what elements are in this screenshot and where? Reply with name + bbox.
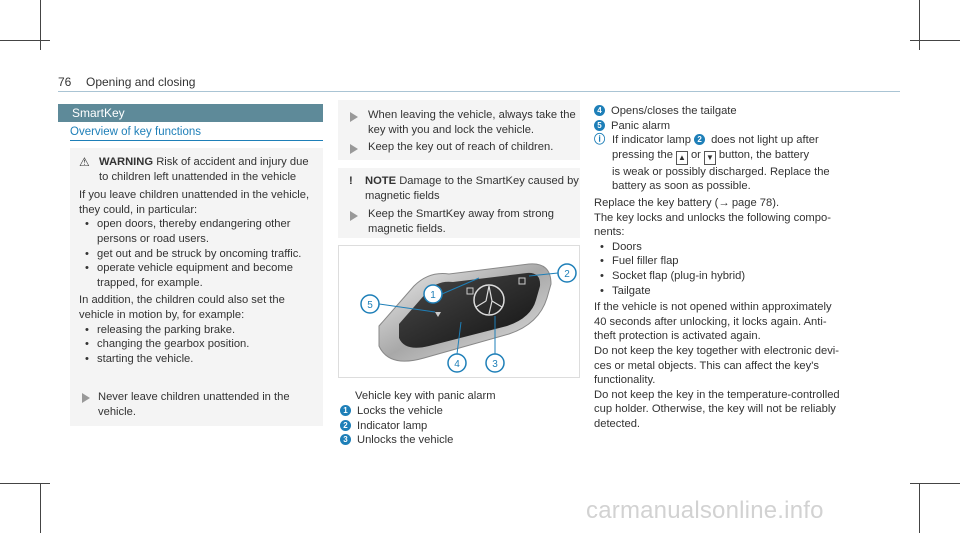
crop-mark <box>919 483 920 533</box>
warning-continued-box <box>338 100 580 160</box>
info-icon: ⓘ <box>594 134 606 147</box>
replace-battery-ref: Replace the key battery (→ page 78). <box>594 196 780 209</box>
paragraph: Do not keep the key together with electr… <box>594 344 840 387</box>
crop-mark <box>919 0 920 50</box>
crop-mark <box>0 40 50 41</box>
crop-mark <box>40 0 41 50</box>
warning-addition: In addition, the children could also set… <box>79 294 285 321</box>
watermark: carmanualsonline.info <box>586 497 824 524</box>
warning-list: open doors, thereby endangering otherper… <box>85 217 323 290</box>
callout-1: 1 <box>430 290 436 301</box>
warning-label: WARNING <box>99 156 154 168</box>
callout-4: 4 <box>454 359 460 370</box>
warning-block: ⚠ WARNING Risk of accident and injury du… <box>79 155 323 366</box>
callout-3: 3 <box>492 359 498 370</box>
section-bar: SmartKey <box>58 104 323 122</box>
warning-intro: If you leave children unattended in the … <box>79 189 310 216</box>
list-item: operate vehicle equipment and becometrap… <box>85 261 323 290</box>
smartkey-illustration: 1 2 3 4 5 <box>338 245 580 378</box>
header-divider <box>58 91 900 92</box>
warning-list-2: releasing the parking brake. changing th… <box>85 323 323 367</box>
warning-heading: ⚠ WARNING Risk of accident and injury du… <box>79 155 323 184</box>
lock-button-icon: ▲ <box>675 150 688 165</box>
warning-icon: ⚠ <box>79 155 90 169</box>
list-item: Doors <box>600 240 904 255</box>
action-arrow-icon <box>350 112 358 122</box>
list-item: Fuel filler flap <box>600 254 904 269</box>
list-item: get out and be struck by oncoming traffi… <box>85 247 323 262</box>
paragraph: If the vehicle is not opened within appr… <box>594 301 832 343</box>
subheading: Overview of key functions <box>70 126 202 138</box>
list-item: starting the vehicle. <box>85 352 323 367</box>
action-arrow-icon <box>350 211 358 221</box>
figure-caption: Vehicle key with panic alarm <box>355 390 496 402</box>
running-header: Opening and closing <box>86 75 196 89</box>
action-arrow-icon <box>82 393 90 403</box>
page-number: 76 <box>58 75 72 89</box>
note-heading: !NOTE Damage to the SmartKey caused by m… <box>349 175 579 202</box>
action-arrow-icon <box>350 144 358 154</box>
crop-mark <box>40 483 41 533</box>
locks-paragraph: The key locks and unlocks the following … <box>594 211 831 239</box>
components-list: Doors Fuel filler flap Socket flap (plug… <box>600 240 904 298</box>
action-2: Keep the key out of reach of children. <box>368 141 554 153</box>
crop-mark <box>0 483 50 484</box>
list-item: releasing the parking brake. <box>85 323 323 338</box>
list-item: open doors, thereby endangering otherper… <box>85 217 323 246</box>
note-box <box>338 168 580 238</box>
section-title: SmartKey <box>72 106 125 120</box>
smartkey-image: 1 2 3 4 5 <box>360 263 577 373</box>
note-icon: ! <box>349 175 353 187</box>
unlock-button-icon: ▼ <box>703 150 716 165</box>
callout-5: 5 <box>367 300 373 311</box>
list-item: changing the gearbox position. <box>85 337 323 352</box>
subheading-rule <box>70 140 323 141</box>
action-1: When leaving the vehicle, always take th… <box>368 109 576 136</box>
warning-line1: Risk of accident and injury due <box>156 156 309 168</box>
callout-2: 2 <box>564 269 570 280</box>
crop-mark <box>910 483 960 484</box>
warning-line2: to children left unattended in the vehic… <box>99 170 297 183</box>
list-item: Tailgate <box>600 284 904 299</box>
crop-mark <box>910 40 960 41</box>
list-item: Socket flap (plug-in hybrid) <box>600 269 904 284</box>
paragraph: Do not keep the key in the temperature-c… <box>594 388 840 430</box>
